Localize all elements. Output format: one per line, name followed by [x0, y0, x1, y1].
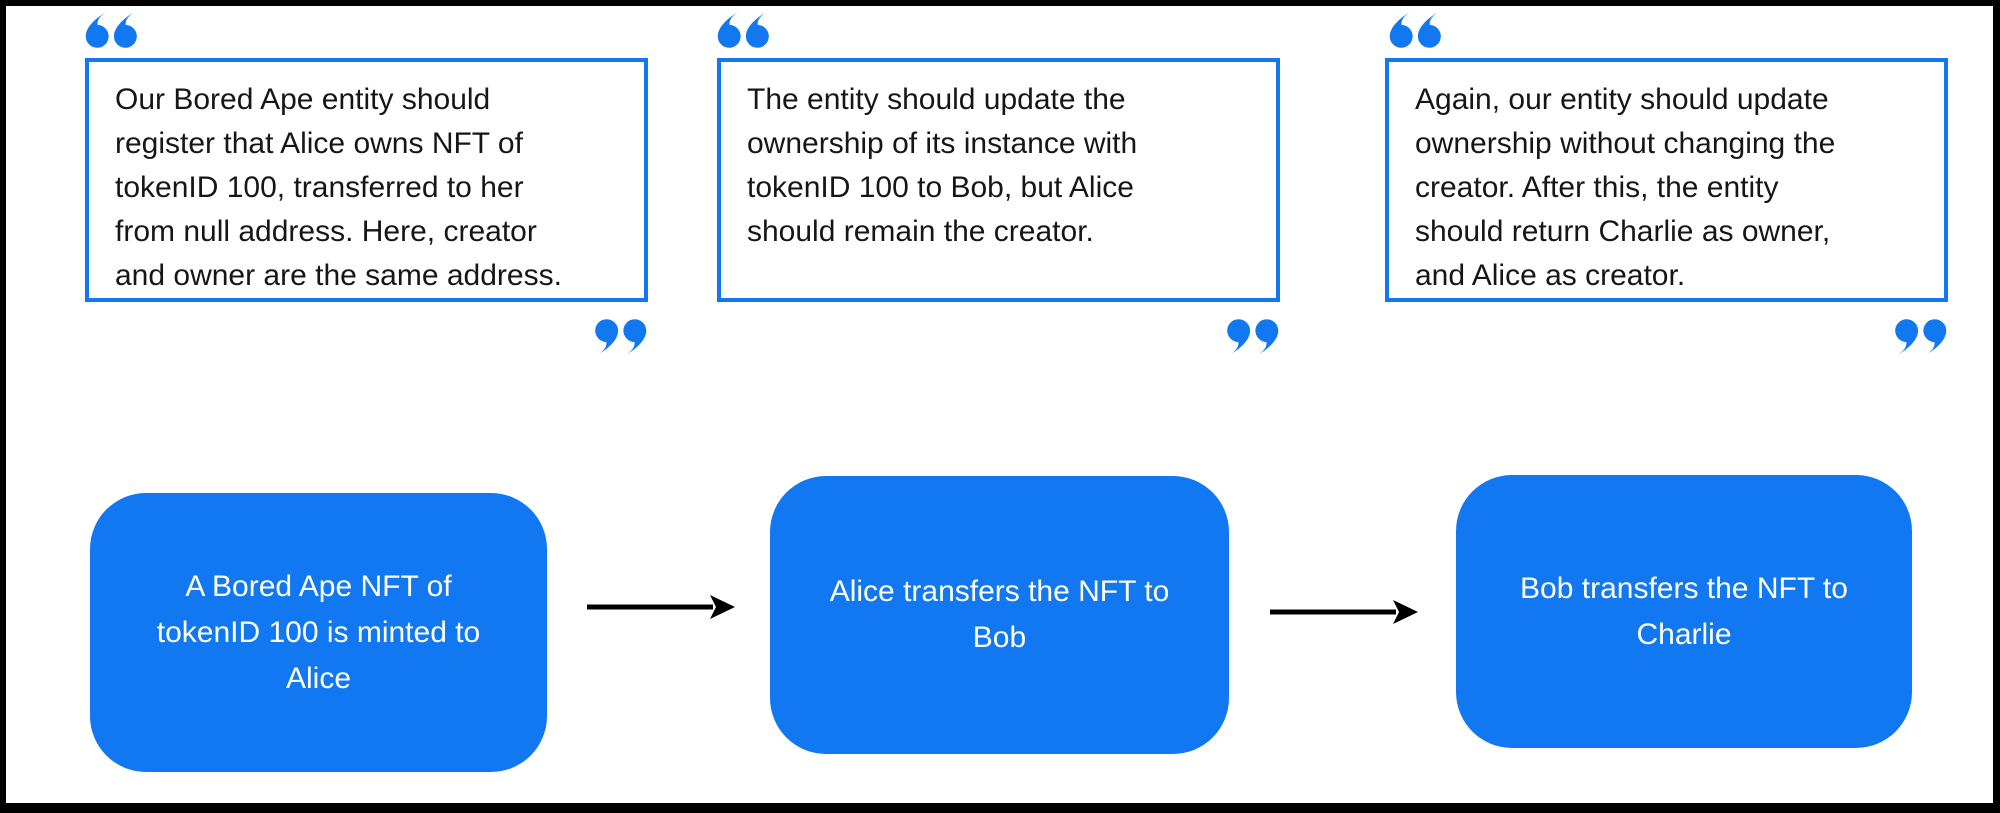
open-quote-icon: [85, 12, 137, 48]
open-quote-icon: [717, 12, 769, 48]
flow-step-3: Bob transfers the NFT to Charlie: [1456, 475, 1912, 748]
quote-text-line: ownership of its instance with: [747, 127, 1138, 160]
quote-text-line: tokenID 100, transferred to her: [115, 171, 524, 204]
flow-step-1: A Bored Ape NFT of tokenID 100 is minted…: [90, 493, 547, 772]
flow-step-text-line: Bob: [972, 621, 1027, 654]
arrow-right-icon: [1270, 600, 1418, 624]
close-quote-icon: [1895, 319, 1947, 355]
flow-step-text-line: Bob transfers the NFT to: [1520, 571, 1848, 605]
quote-text-line: Again, our entity should update: [1415, 83, 1829, 116]
quote-text-line: and owner are the same address.: [115, 259, 562, 292]
flow-step-text-line: Alice: [285, 661, 352, 695]
quote-box-3: Again, our entity should update ownershi…: [1385, 58, 1948, 302]
quote-text-line: should remain the creator.: [747, 215, 1094, 248]
arrow-right-icon: [587, 595, 735, 619]
close-quote-icon: [1227, 319, 1279, 355]
flow-step-text-line: A Bored Ape NFT of: [185, 569, 452, 603]
flow-step-2: Alice transfers the NFT to Bob: [770, 476, 1229, 754]
open-quote-icon: [1389, 12, 1441, 48]
close-quote-icon: [595, 319, 647, 355]
quote-text-line: from null address. Here, creator: [115, 215, 537, 248]
flow-step-text-line: Charlie: [1636, 617, 1732, 651]
quote-text-line: should return Charlie as owner,: [1415, 215, 1831, 248]
quote-text-line: Our Bored Ape entity should: [115, 83, 491, 116]
quote-text-line: tokenID 100 to Bob, but Alice: [747, 171, 1134, 204]
quote-text-line: ownership without changing the: [1415, 127, 1836, 160]
quote-text-line: The entity should update the: [747, 83, 1126, 116]
quote-text-line: and Alice as creator.: [1415, 259, 1686, 292]
quote-box-1: Our Bored Ape entity should register tha…: [85, 58, 648, 302]
flow-step-text-line: tokenID 100 is minted to: [156, 615, 481, 649]
quote-box-2: The entity should update the ownership o…: [717, 58, 1280, 302]
quote-text-line: creator. After this, the entity: [1415, 171, 1779, 204]
flow-step-text-line: Alice transfers the NFT to: [829, 575, 1170, 608]
quote-text-line: register that Alice owns NFT of: [115, 127, 523, 160]
